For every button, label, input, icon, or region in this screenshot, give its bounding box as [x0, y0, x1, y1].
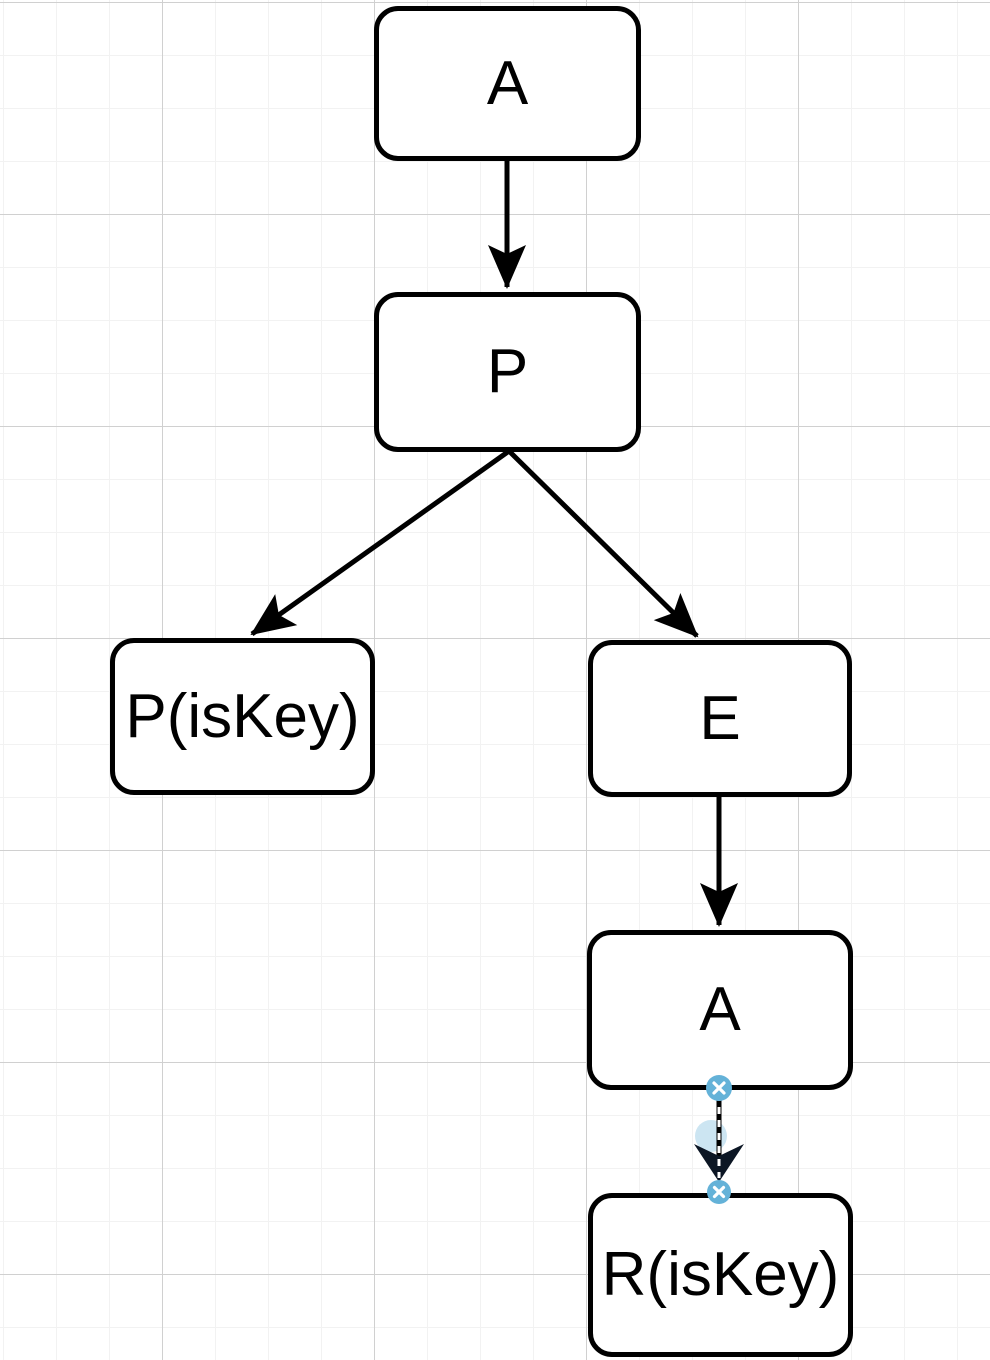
edge-p-to-e[interactable] — [507, 449, 699, 638]
node-p[interactable]: P — [374, 292, 641, 452]
node-e-label: E — [699, 683, 741, 753]
edge-midpoint-handle[interactable] — [695, 1120, 727, 1152]
node-r-iskey-label: R(isKey) — [601, 1240, 840, 1309]
selected-edge-arrowhead-icon — [694, 1144, 744, 1182]
node-p-iskey[interactable]: P(isKey) — [110, 638, 375, 795]
edge-a-to-r-iskey-selected[interactable] — [694, 1075, 744, 1204]
node-a-mid[interactable]: A — [587, 930, 853, 1090]
node-p-iskey-label: P(isKey) — [125, 681, 360, 751]
node-a-mid-label: A — [699, 975, 741, 1044]
node-a-top-label: A — [486, 48, 529, 118]
node-e[interactable]: E — [588, 640, 852, 797]
edge-p-to-p-iskey[interactable] — [250, 448, 511, 637]
node-a-top[interactable]: A — [374, 6, 641, 161]
node-p-label: P — [486, 337, 529, 406]
node-r-iskey[interactable]: R(isKey) — [588, 1193, 853, 1357]
